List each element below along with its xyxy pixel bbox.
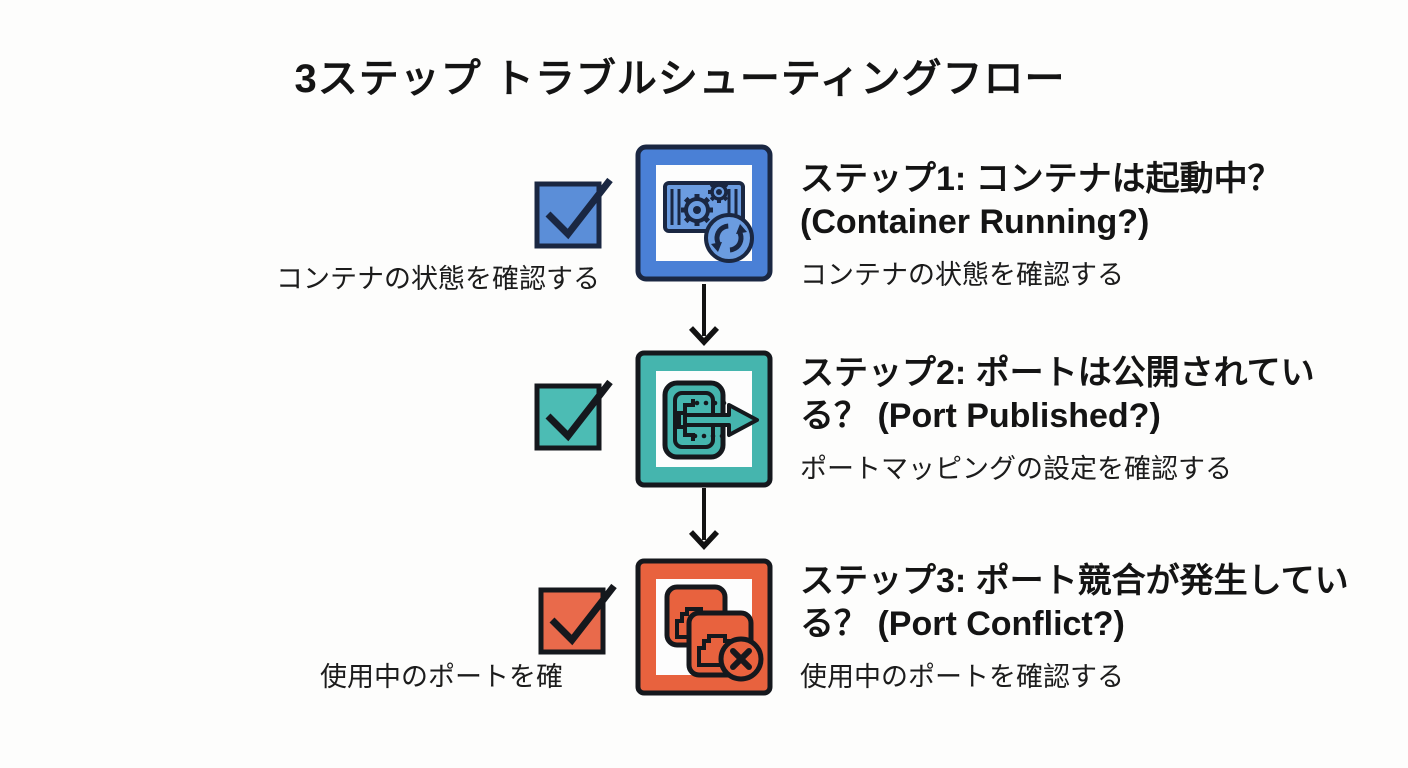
step-3-description: 使用中のポートを確認する xyxy=(800,662,1124,693)
step-2-heading: ステップ2: ポートは公開されている？ (Port Published?) xyxy=(800,354,1315,436)
step-1-checkbox[interactable] xyxy=(532,170,616,254)
page-title: 3ステップ トラブルシューティングフロー xyxy=(294,57,1066,101)
step-3-side-label: 使用中のポートを確 xyxy=(320,662,563,692)
step-3-text: ステップ3: ポート競合が発生している？ (Port Conflict?) 使用… xyxy=(800,560,1365,694)
error-x-icon xyxy=(718,636,764,682)
container-running-icon xyxy=(635,144,773,282)
step-2-description: ポートマッピングの設定を確認する xyxy=(800,454,1232,485)
gear-small-icon xyxy=(708,181,730,203)
step-3-heading: ステップ3: ポート競合が発生している？ (Port Conflict?) xyxy=(800,562,1349,644)
step-1-side-label: コンテナの状態を確認する xyxy=(276,264,600,294)
port-published-icon xyxy=(635,350,773,488)
step-1-text: ステップ1: コンテナは起動中？ (Container Running?) コン… xyxy=(800,158,1365,292)
down-arrow-icon xyxy=(688,284,720,347)
refresh-icon xyxy=(704,213,754,263)
step-1-heading: ステップ1: コンテナは起動中？ (Container Running?) xyxy=(800,160,1282,242)
step-2-text: ステップ2: ポートは公開されている？ (Port Published?) ポー… xyxy=(800,352,1365,486)
down-arrow-icon xyxy=(688,488,720,551)
step-2-checkbox[interactable] xyxy=(532,372,616,456)
step-3-checkbox[interactable] xyxy=(536,576,620,660)
gear-icon xyxy=(681,194,713,226)
step-1-description: コンテナの状態を確認する xyxy=(800,260,1124,291)
dotted-line xyxy=(692,400,727,439)
port-conflict-icon xyxy=(635,558,773,696)
